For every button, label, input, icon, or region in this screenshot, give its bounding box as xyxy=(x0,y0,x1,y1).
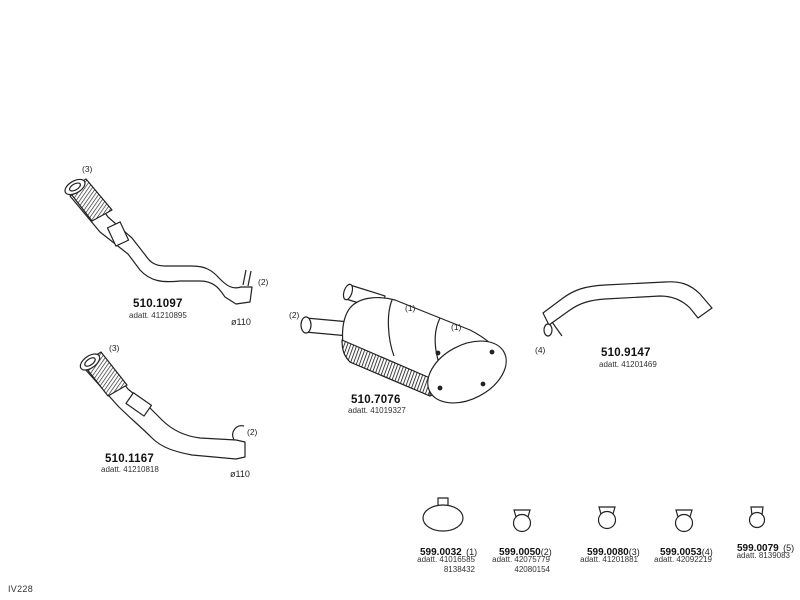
tail-pipe-callout-end: (4) xyxy=(535,345,546,355)
accessory-1-fits: adatt. 41016585 8138432 xyxy=(417,555,475,574)
muffler-part-number[interactable]: 510.7076 xyxy=(351,394,401,406)
accessory-2-fits-line-1: adatt. 42075779 xyxy=(492,555,550,564)
accessory-1-label[interactable]: 599.0032 (1) xyxy=(420,543,477,560)
accessory-2-fits-line-2: 42080154 xyxy=(514,564,550,574)
accessory-2-label[interactable]: 599.0050(2) xyxy=(499,543,552,560)
clamp-icon-4 xyxy=(674,509,694,533)
muffler-callout-clamp-2: (1) xyxy=(451,322,462,332)
accessory-4-label[interactable]: 599.0053(4) xyxy=(660,543,713,560)
accessory-4-part-number: 599.0053 xyxy=(660,547,702,558)
accessory-1-count: (1) xyxy=(466,547,478,557)
accessory-3-label[interactable]: 599.0080(3) xyxy=(587,543,640,560)
clamp-icon-3 xyxy=(597,506,617,530)
front-pipe-b xyxy=(79,351,246,460)
front-pipe-b-callout-end: (2) xyxy=(247,427,258,437)
gasket-icon xyxy=(422,497,464,532)
tail-pipe xyxy=(542,281,713,337)
muffler-callout-inlet: (2) xyxy=(289,310,300,320)
accessory-5-fits: adatt. 8139083 xyxy=(732,551,790,561)
accessory-5-count: (5) xyxy=(783,543,795,553)
muffler-callout-clamp-1: (1) xyxy=(405,303,416,313)
accessory-3-fits-line-1: adatt. 41201881 xyxy=(580,555,638,564)
front-pipe-a-diameter: ø110 xyxy=(231,317,251,327)
muffler-fits: adatt. 41019327 xyxy=(348,406,406,415)
front-pipe-b-diameter: ø110 xyxy=(230,469,250,479)
accessory-5-fits-line-1: adatt. 8139083 xyxy=(736,551,790,560)
front-pipe-a xyxy=(64,178,253,305)
accessory-4-fits-line-1: adatt. 42092219 xyxy=(654,555,712,564)
clamp-icon-2 xyxy=(512,509,532,533)
accessory-4-count: (4) xyxy=(701,547,713,557)
clamp-icon-5 xyxy=(748,506,766,529)
accessory-5-part-number: 599.0079 xyxy=(737,543,779,554)
front-pipe-a-fits: adatt. 41210895 xyxy=(129,311,187,320)
accessory-2-fits: adatt. 42075779 42080154 xyxy=(492,555,550,574)
accessory-1-fits-line-2: 8138432 xyxy=(443,564,475,574)
front-pipe-b-fits: adatt. 41210818 xyxy=(101,465,159,474)
accessory-1-part-number: 599.0032 xyxy=(420,547,462,558)
accessory-2-part-number: 599.0050 xyxy=(499,547,541,558)
front-pipe-b-callout-top: (3) xyxy=(109,343,120,353)
accessory-5-label[interactable]: 599.0079 (5) xyxy=(737,539,794,556)
accessory-3-fits: adatt. 41201881 xyxy=(580,555,638,565)
tail-pipe-fits: adatt. 41201469 xyxy=(599,360,657,369)
tail-pipe-part-number[interactable]: 510.9147 xyxy=(601,347,651,359)
front-pipe-a-callout-top: (3) xyxy=(82,164,93,174)
accessory-2-count: (2) xyxy=(540,547,552,557)
front-pipe-a-part-number[interactable]: 510.1097 xyxy=(133,298,183,310)
accessory-3-count: (3) xyxy=(628,547,640,557)
diagram-code: IV228 xyxy=(8,584,34,594)
muffler xyxy=(300,283,507,404)
accessory-1-fits-line-1: adatt. 41016585 xyxy=(417,555,475,564)
front-pipe-a-callout-end: (2) xyxy=(258,277,269,287)
accessory-3-part-number: 599.0080 xyxy=(587,547,629,558)
front-pipe-b-part-number[interactable]: 510.1167 xyxy=(105,453,154,465)
accessory-4-fits: adatt. 42092219 xyxy=(654,555,712,565)
